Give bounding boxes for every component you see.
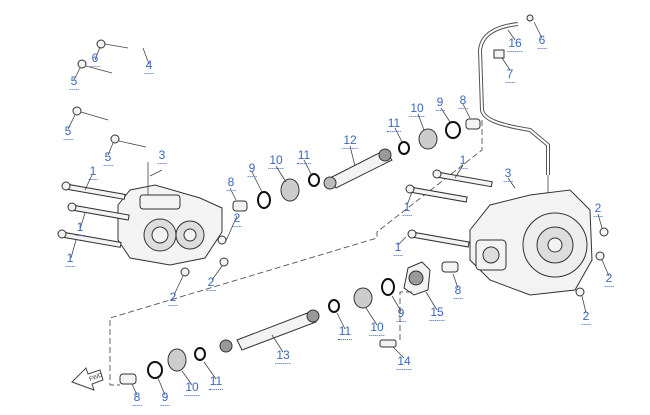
rear-bolts — [405, 169, 609, 297]
callout-1[interactable]: 1 — [88, 164, 98, 180]
callout-10[interactable]: 10 — [369, 320, 385, 336]
callout-10[interactable]: 10 — [268, 153, 284, 169]
callout-12[interactable]: 12 — [342, 133, 358, 149]
callout-5[interactable]: 5 — [69, 74, 79, 90]
callout-8[interactable]: 8 — [226, 175, 236, 191]
callout-2[interactable]: 2 — [581, 309, 591, 325]
callout-2[interactable]: 2 — [168, 290, 178, 306]
callout-9[interactable]: 9 — [160, 390, 170, 406]
hose-clips — [72, 39, 120, 144]
callout-5[interactable]: 5 — [63, 124, 73, 140]
rear-gearcase — [469, 189, 593, 296]
callout-8[interactable]: 8 — [453, 283, 463, 299]
callout-16[interactable]: 16 — [507, 36, 523, 52]
callout-9[interactable]: 9 — [435, 95, 445, 111]
callout-9[interactable]: 9 — [396, 306, 406, 322]
callout-1[interactable]: 1 — [65, 251, 75, 267]
callout-6[interactable]: 6 — [537, 33, 547, 49]
callout-8[interactable]: 8 — [132, 390, 142, 406]
callout-6[interactable]: 6 — [90, 51, 100, 67]
callout-3[interactable]: 3 — [157, 148, 167, 164]
callout-11[interactable]: 11 — [386, 116, 402, 132]
callout-4[interactable]: 4 — [144, 58, 154, 74]
callout-8[interactable]: 8 — [458, 93, 468, 109]
callout-5[interactable]: 5 — [103, 150, 113, 166]
callout-11[interactable]: 11 — [208, 374, 224, 390]
callout-2[interactable]: 2 — [232, 211, 242, 227]
fwd-arrow-icon: FWD — [71, 367, 105, 391]
callout-1[interactable]: 1 — [393, 240, 403, 256]
callout-11[interactable]: 11 — [337, 324, 353, 340]
callout-2[interactable]: 2 — [206, 275, 216, 291]
callout-15[interactable]: 15 — [429, 305, 445, 321]
callout-11[interactable]: 11 — [296, 148, 312, 164]
callout-3[interactable]: 3 — [503, 166, 513, 182]
front-gearcase — [117, 184, 223, 266]
callout-7[interactable]: 7 — [505, 67, 515, 83]
callout-14[interactable]: 14 — [396, 354, 412, 370]
callout-9[interactable]: 9 — [247, 161, 257, 177]
lower-shaft-parts — [119, 261, 459, 385]
callout-10[interactable]: 10 — [409, 101, 425, 117]
callout-1[interactable]: 1 — [75, 220, 85, 236]
callout-13[interactable]: 13 — [275, 348, 291, 364]
callout-1[interactable]: 1 — [402, 200, 412, 216]
callout-10[interactable]: 10 — [184, 380, 200, 396]
hose-fitting-7 — [493, 49, 505, 59]
callout-2[interactable]: 2 — [604, 271, 614, 287]
fwd-label: FWD — [89, 372, 105, 383]
callout-2[interactable]: 2 — [593, 201, 603, 217]
upper-shaft-parts — [232, 118, 481, 212]
front-nuts — [180, 235, 229, 277]
callout-1[interactable]: 1 — [458, 153, 468, 169]
